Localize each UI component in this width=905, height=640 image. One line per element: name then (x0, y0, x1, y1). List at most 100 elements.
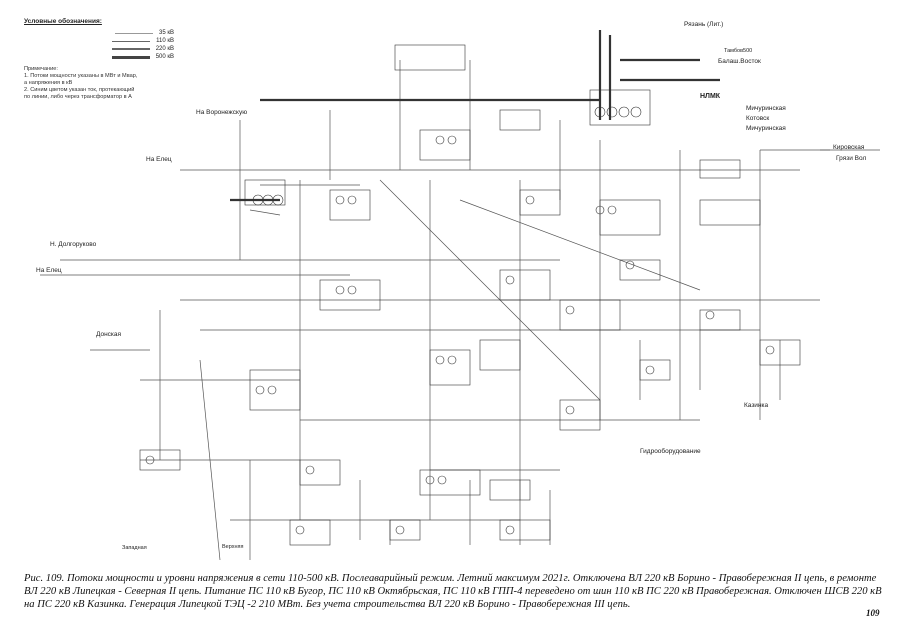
legend-note-1: 1. Потоки мощности указаны в МВт и Мвар, (24, 73, 138, 79)
legend-swatch-220kv (111, 48, 150, 50)
transformer-symbol (618, 106, 630, 118)
substation-box (479, 339, 521, 371)
substation-box (319, 279, 381, 311)
substation-box (599, 199, 661, 236)
grid-line (459, 199, 701, 291)
transformer-symbol (295, 525, 305, 535)
grid-line (379, 179, 601, 401)
substation-box (699, 159, 741, 179)
transformer-symbol (255, 385, 265, 395)
substation-donskaya: Донская (96, 331, 122, 338)
transformer-symbol (447, 135, 457, 145)
legend-row-220kv: 220 кВ (24, 45, 174, 53)
legend-note-3: 2. Синим цветом указан ток, протекающий (24, 87, 135, 93)
legend-row-500kv: 500 кВ (24, 53, 174, 61)
substation-gidrooborudovanie: Гидрооборудование (640, 447, 701, 455)
transformer-symbol (347, 195, 357, 205)
transformer-symbol (595, 205, 605, 215)
substation-zapad: Западная (122, 545, 147, 551)
figure-caption: Рис. 109. Потоки мощности и уровни напря… (24, 573, 882, 610)
transformer-symbol (347, 285, 357, 295)
transformer-symbol (625, 260, 635, 270)
substation-box (429, 349, 471, 386)
network-lines (40, 60, 880, 561)
substation-box (639, 359, 671, 381)
substation-kotovsk: Котовск (746, 115, 769, 122)
transformer-symbol (525, 195, 535, 205)
transformer-symbol (335, 195, 345, 205)
direction-dolgorukovo: Н. Долгоруково (50, 241, 97, 248)
legend-swatch-110kv (112, 40, 151, 42)
direction-voronezh: На Воронежскую (196, 109, 247, 116)
transformer-symbol (435, 355, 445, 365)
legend-row-110kv: 110 кВ (24, 37, 174, 45)
substation-box (499, 269, 551, 301)
legend-note-2: а напряжения в кВ (24, 80, 73, 86)
transformer-symbol (606, 106, 618, 118)
substation-box (559, 299, 621, 331)
substation-box (499, 519, 551, 541)
legend-label-110kv: 110 кВ (156, 37, 174, 44)
legend-label-220kv: 220 кВ (155, 45, 174, 52)
substation-box (499, 109, 541, 131)
direction-balash: Балаш.Восток (718, 58, 761, 65)
transformer-symbol (435, 135, 445, 145)
transformer-symbol (272, 194, 284, 206)
transformer-symbol (447, 355, 457, 365)
direction-gryazi: Грязи Вол (836, 155, 866, 162)
legend-title: Условные обозначения: (24, 18, 102, 25)
substation-box (389, 519, 421, 541)
substation-box (559, 399, 601, 431)
legend-note-0: Примечание: (24, 66, 58, 72)
direction-elets-top: На Елец (146, 156, 172, 163)
substation-box (394, 44, 466, 71)
substation-michurinskaya: Мичуринская (746, 105, 786, 112)
substation-box (244, 179, 286, 206)
legend: Условные обозначения: 35 кВ 110 кВ 220 к… (24, 18, 174, 101)
grid-line (249, 209, 281, 216)
substation-box (699, 199, 761, 226)
substation-box (489, 479, 531, 501)
legend-notes: Примечание: 1. Потоки мощности указаны в… (24, 66, 174, 101)
transformer-symbol (437, 475, 447, 485)
direction-tambov: Тамбов500 (724, 48, 752, 54)
direction-kirovskaya: Кировская (833, 144, 865, 151)
substation-box (419, 469, 481, 496)
grid-line (199, 359, 221, 561)
substation-box (329, 189, 371, 221)
substation-michurinskaya-2: Мичуринская (746, 125, 786, 132)
transformer-symbol (565, 305, 575, 315)
substation-nlmk: НЛМК (700, 93, 721, 100)
legend-swatch-35kv (115, 32, 154, 34)
substation-box (759, 339, 801, 366)
substation-box (299, 459, 341, 486)
substation-box (139, 449, 181, 471)
transformer-symbol (645, 365, 655, 375)
transformer-symbol (505, 525, 515, 535)
substation-box (519, 189, 561, 216)
direction-elets-bottom: На Елец (36, 267, 62, 274)
substation-box (699, 309, 741, 331)
substation-nodes (139, 44, 801, 546)
transformer-symbol (305, 465, 315, 475)
substation-kazinka: Казинка (744, 402, 769, 409)
legend-label-500kv: 500 кВ (155, 53, 174, 60)
substation-box (289, 519, 331, 546)
transformer-symbol (395, 525, 405, 535)
legend-note-4: по линии, либо через трансформатор в А (24, 94, 132, 100)
direction-labels: На Воронежскую На Елец Н. Долгоруково На… (36, 21, 866, 551)
substation-box (419, 129, 471, 161)
substation-box (249, 369, 301, 411)
transformer-symbol (565, 405, 575, 415)
transformer-symbol (335, 285, 345, 295)
transformer-symbol (705, 310, 715, 320)
substation-verkhnyaya: Верхняя (222, 544, 243, 550)
direction-ryazan: Рязань (Лит.) (684, 21, 723, 28)
legend-swatch-500kv (111, 55, 150, 59)
transformer-symbol (594, 106, 606, 118)
substation-box (589, 89, 651, 126)
transformer-symbol (425, 475, 435, 485)
legend-row-35kv: 35 кВ (24, 29, 174, 37)
